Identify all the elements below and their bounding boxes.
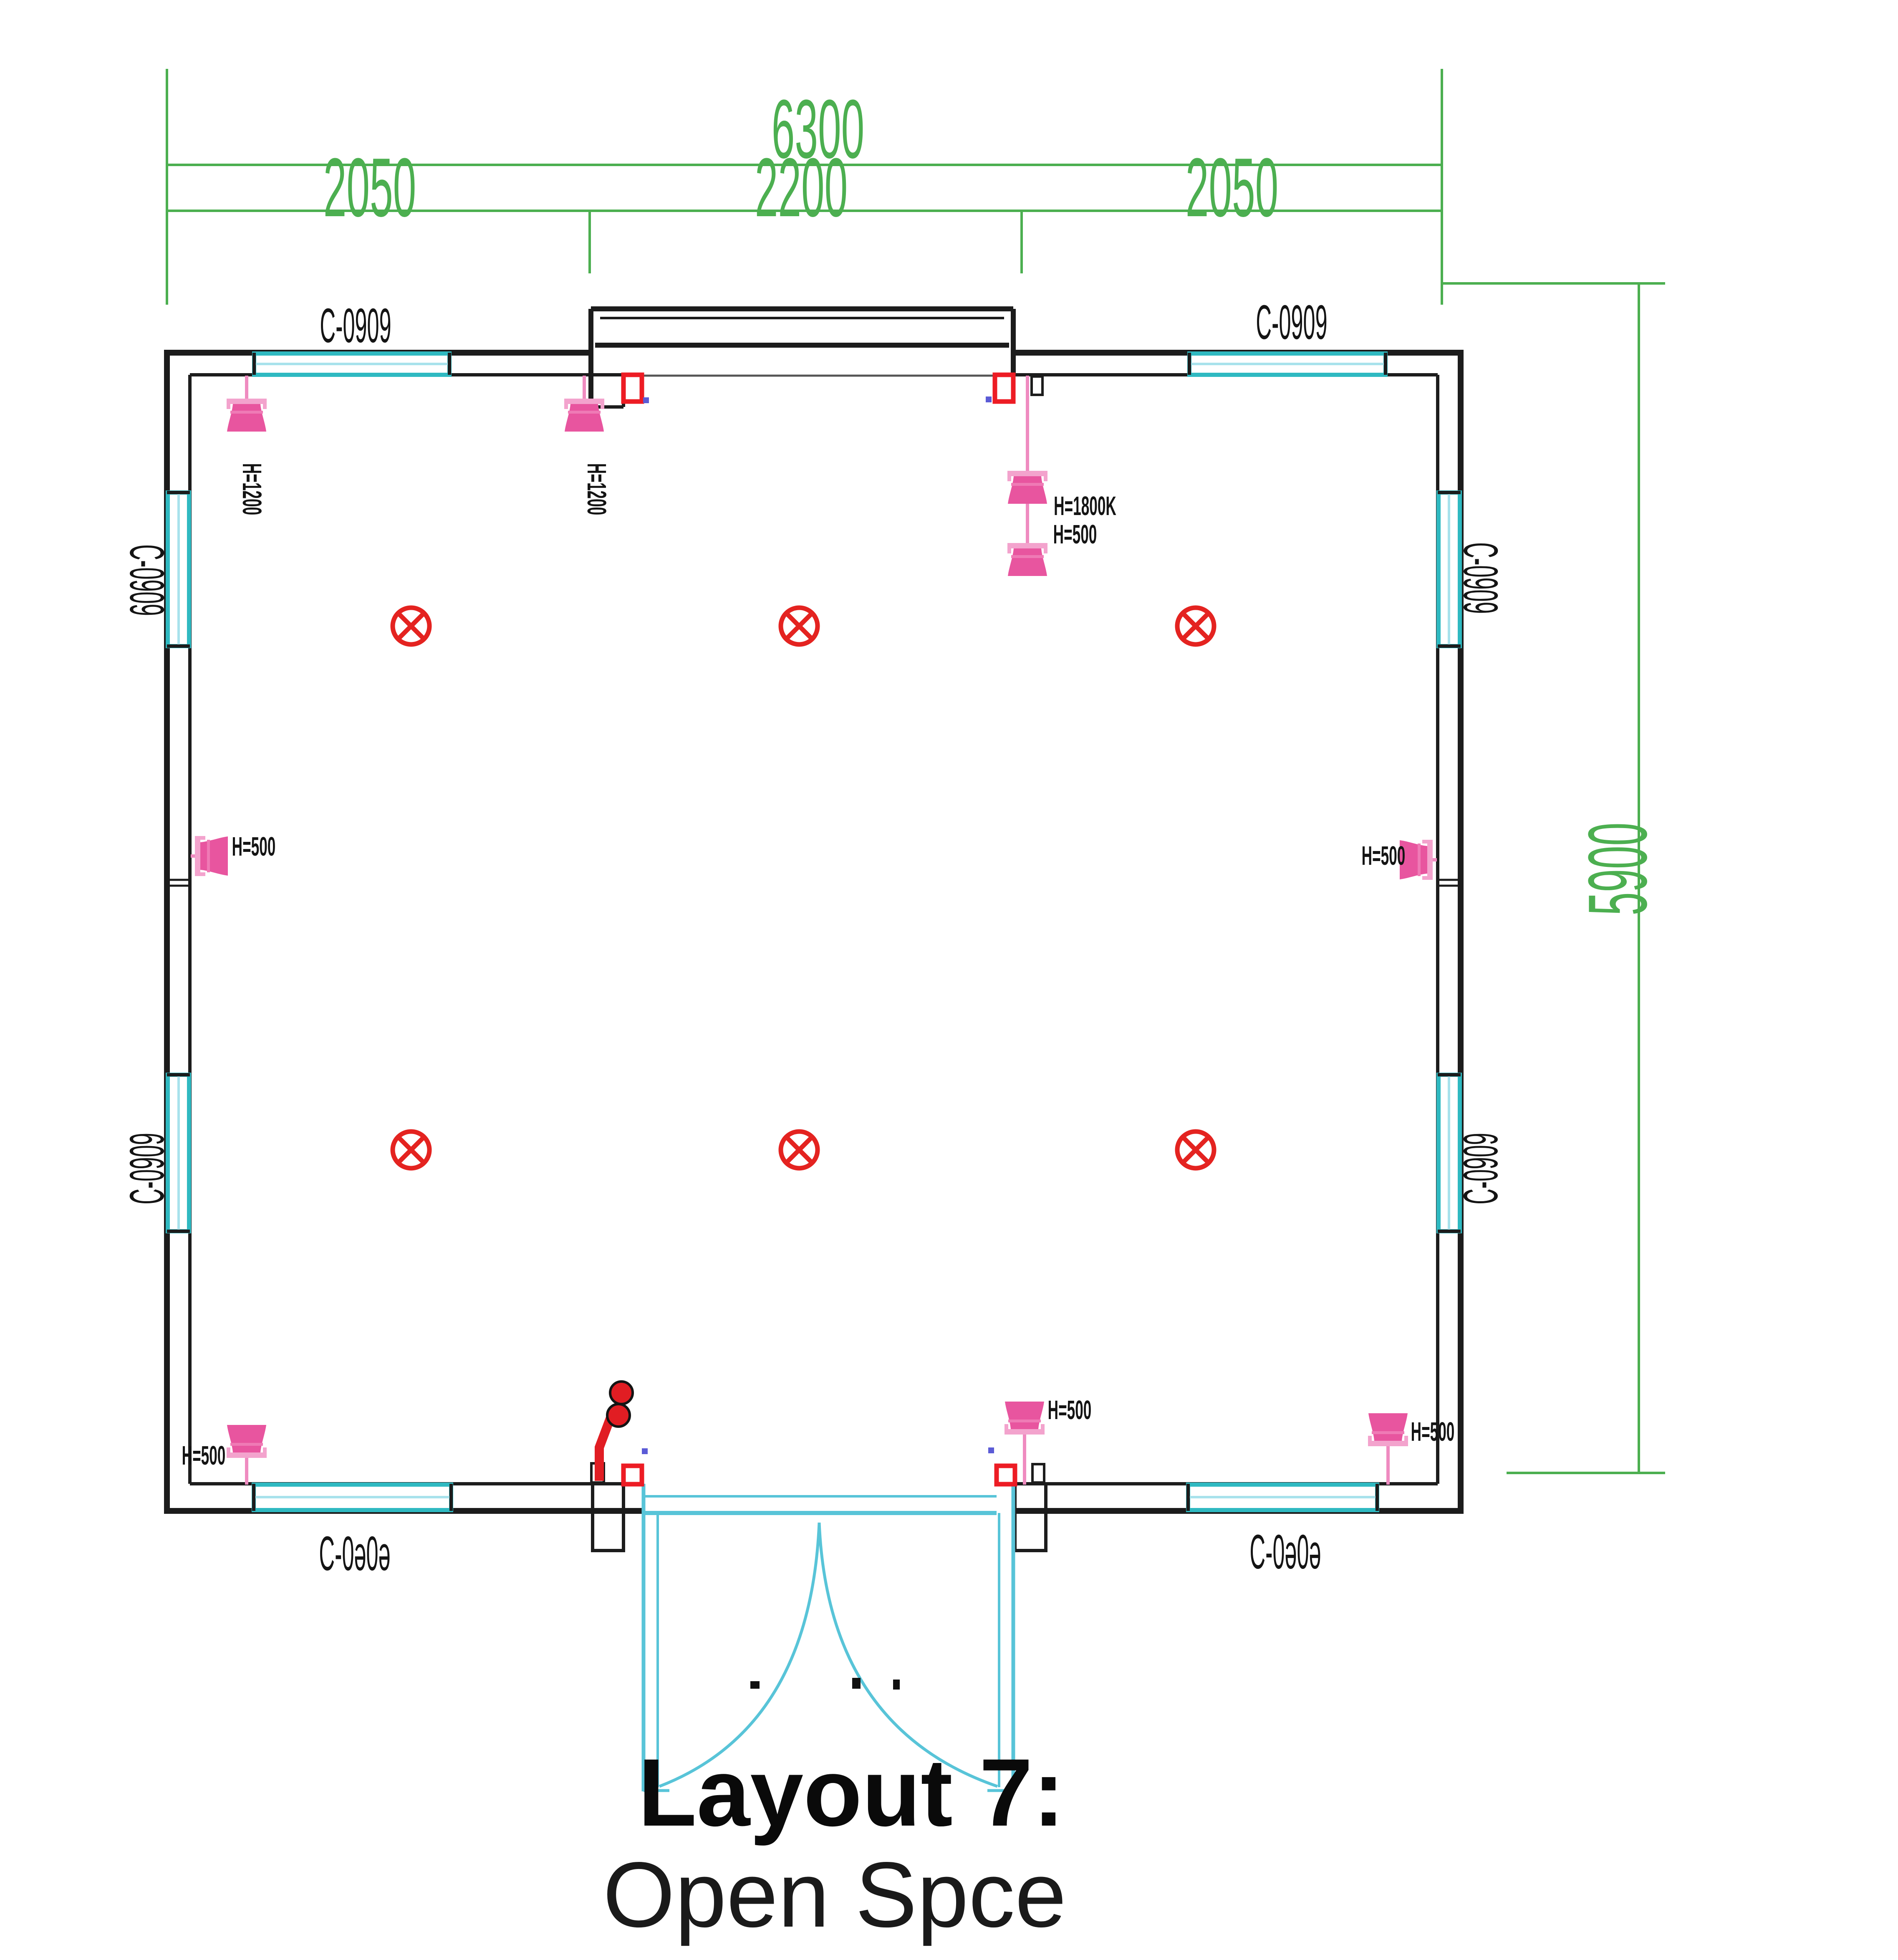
light-label-top-left: H=1200 (237, 463, 267, 515)
window-label-left-lower: C-0909 (120, 1133, 174, 1205)
window-label-bottom-right: C-0ə0ə (1249, 1525, 1321, 1579)
light-label-mid-left: H=500 (232, 831, 276, 861)
light-label-top-right-lower: H=500 (1053, 519, 1097, 549)
light-label-bottom-center: H=500 (1047, 1395, 1092, 1425)
ceiling-lights (393, 608, 1214, 1168)
clipped-text-fragment (750, 1681, 760, 1689)
clipped-text-fragment (893, 1680, 900, 1690)
windows (166, 351, 1462, 1512)
window-label-bottom-left: C-0ə0ə (319, 1526, 391, 1581)
marker-bay-left (621, 372, 644, 404)
dimension-segment-3: 2050 (1185, 141, 1279, 234)
dimension-segment-2: 2200 (755, 141, 848, 234)
light-label-bottom-left: H=500 (182, 1440, 226, 1470)
bay-window-top (588, 306, 1044, 409)
page-subtitle: Open Spce (603, 1843, 1067, 1947)
switch-icon (595, 1380, 634, 1481)
dimension-height: 5900 (1571, 822, 1664, 916)
window-label-top-left: C-0909 (320, 298, 391, 353)
door-swing-arc-left (659, 1522, 821, 1788)
wall-light-icon (195, 836, 228, 876)
wall-outline (164, 350, 1464, 1514)
marker-door-left (621, 1463, 644, 1487)
wall-light-icon (1007, 471, 1047, 504)
ceiling-light-icon (1177, 608, 1214, 644)
door-jamb-right (1013, 1482, 1047, 1552)
ceiling-light-icon (1177, 1132, 1214, 1168)
wall-light-icon (227, 399, 267, 432)
window-label-right-upper: C-0909 (1454, 542, 1508, 614)
light-label-top-right-upper: H=1800K (1054, 491, 1116, 521)
dimension-segment-1: 2050 (323, 141, 416, 234)
dimension-total-width: 6300 (771, 83, 865, 176)
wall-light-icon (1005, 1402, 1045, 1435)
light-label-top-center-left: H=1200 (582, 463, 612, 515)
page-title: Layout 7: (638, 1739, 1065, 1846)
ceiling-light-icon (781, 1132, 818, 1168)
wall-light-icon (1007, 543, 1047, 576)
marker-bay-right (992, 372, 1016, 404)
marker-door-right (994, 1463, 1017, 1487)
door-jamb-left (591, 1482, 625, 1552)
light-label-mid-right: H=500 (1361, 841, 1406, 871)
window-label-top-right: C-0909 (1256, 295, 1328, 349)
clipped-text-fragment (852, 1678, 861, 1689)
wall-light-icon (227, 1425, 267, 1458)
lamp-stems (191, 376, 1437, 1485)
ceiling-light-icon (393, 608, 429, 644)
wall-light-icon (1368, 1413, 1408, 1446)
ceiling-light-icon (393, 1132, 429, 1168)
blue-node-dots (642, 397, 994, 1454)
wall-lights (195, 399, 1433, 1458)
window-label-right-lower: C-0909 (1454, 1133, 1508, 1205)
opening-markers-red (621, 372, 1017, 1487)
wall-light-icon (564, 399, 604, 432)
dimension-lines (166, 69, 1665, 1474)
ceiling-light-icon (781, 608, 818, 644)
window-label-left-upper: C-0909 (120, 544, 174, 616)
light-label-bottom-right: H=500 (1411, 1417, 1455, 1447)
door-swing-arc-right (818, 1522, 998, 1788)
